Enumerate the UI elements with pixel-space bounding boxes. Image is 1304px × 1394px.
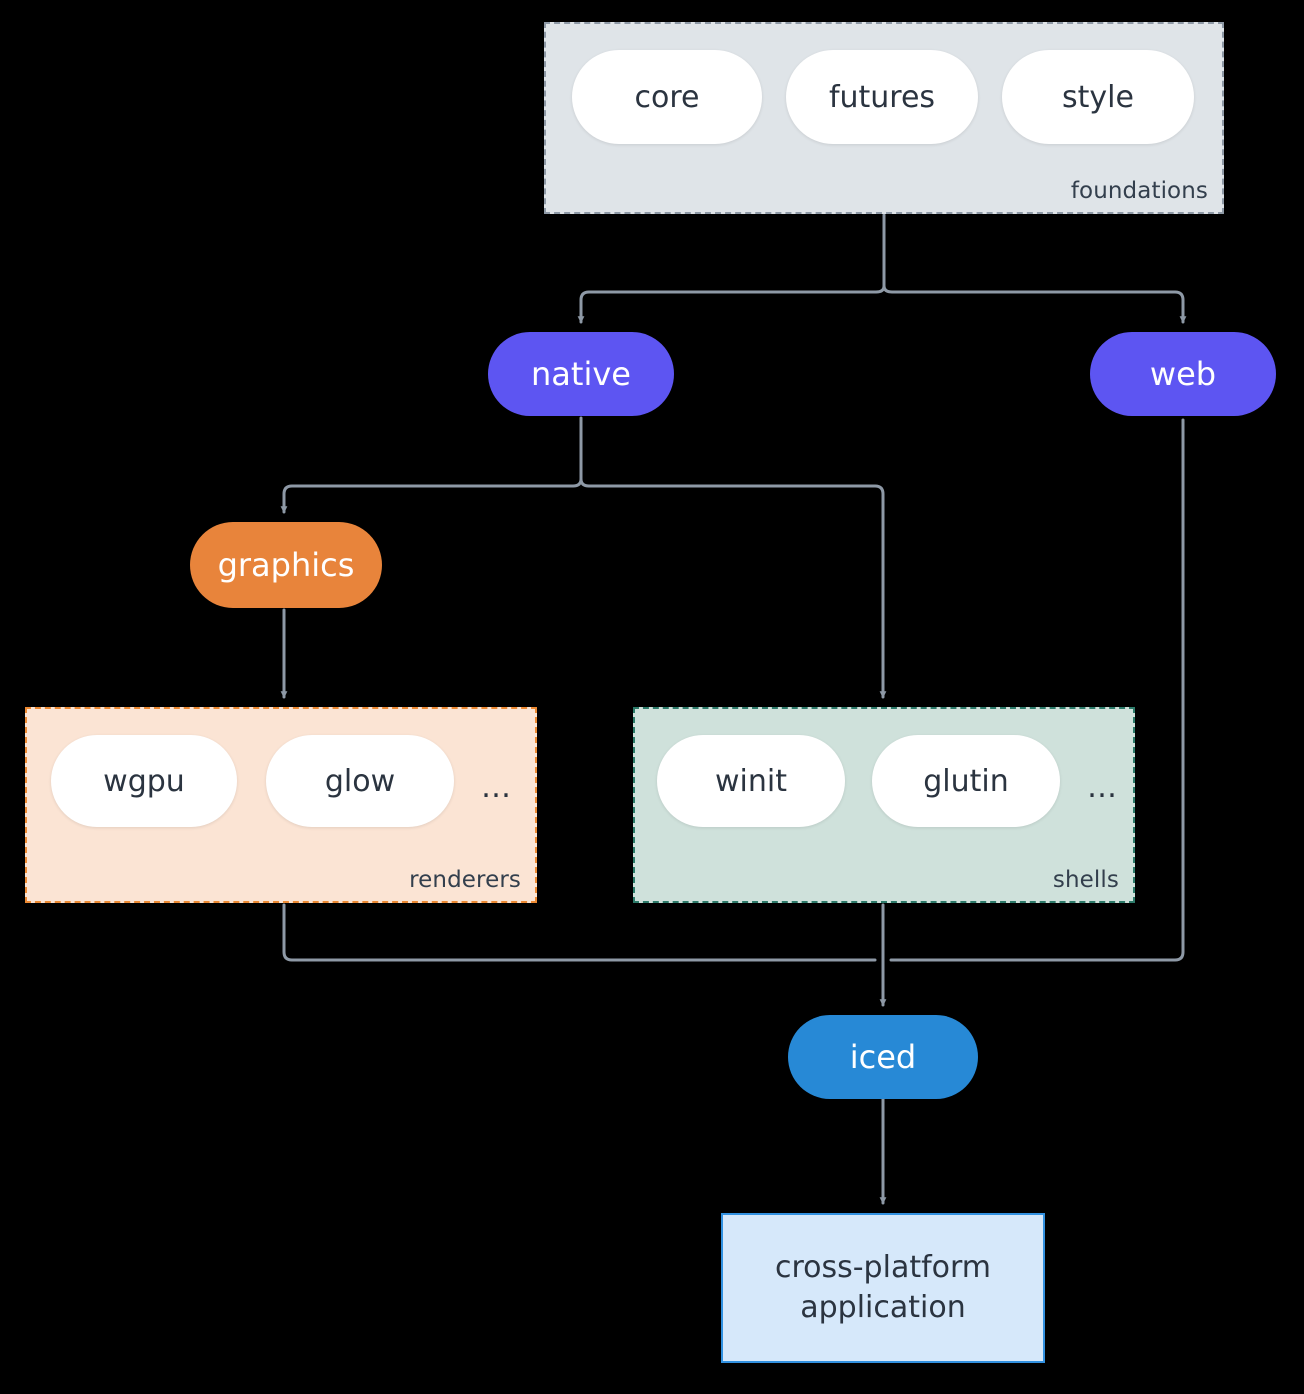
- edge-foundations-to-native: [577, 284, 886, 324]
- cluster-shells-label: shells: [1052, 867, 1119, 893]
- edge-native-to-graphics: [280, 477, 583, 514]
- leaf-style[interactable]: style: [1002, 50, 1194, 144]
- leaf-futures[interactable]: futures: [786, 50, 978, 144]
- edge-renderers-to-merge: [282, 903, 877, 962]
- application-label-line1: cross-platform: [774, 1249, 992, 1285]
- cluster-foundations-label: foundations: [1070, 178, 1208, 204]
- leaf-glutin[interactable]: glutin: [872, 735, 1060, 827]
- node-web[interactable]: web: [1090, 332, 1276, 416]
- application-label-line2: application: [800, 1290, 966, 1325]
- node-cross-platform-application[interactable]: cross-platform application: [721, 1213, 1045, 1363]
- leaf-glow[interactable]: glow: [266, 735, 454, 827]
- cluster-renderers-label: renderers: [409, 867, 521, 893]
- renderers-more-ellipsis: …: [481, 770, 511, 805]
- shells-more-ellipsis: …: [1087, 770, 1117, 805]
- leaf-core[interactable]: core: [572, 50, 762, 144]
- node-graphics[interactable]: graphics: [190, 522, 382, 608]
- edge-native-to-shells: [579, 477, 887, 699]
- leaf-winit[interactable]: winit: [657, 735, 845, 827]
- node-iced[interactable]: iced: [788, 1015, 978, 1099]
- edge-foundations-to-web: [882, 284, 1187, 324]
- node-native[interactable]: native: [488, 332, 674, 416]
- leaf-wgpu[interactable]: wgpu: [51, 735, 237, 827]
